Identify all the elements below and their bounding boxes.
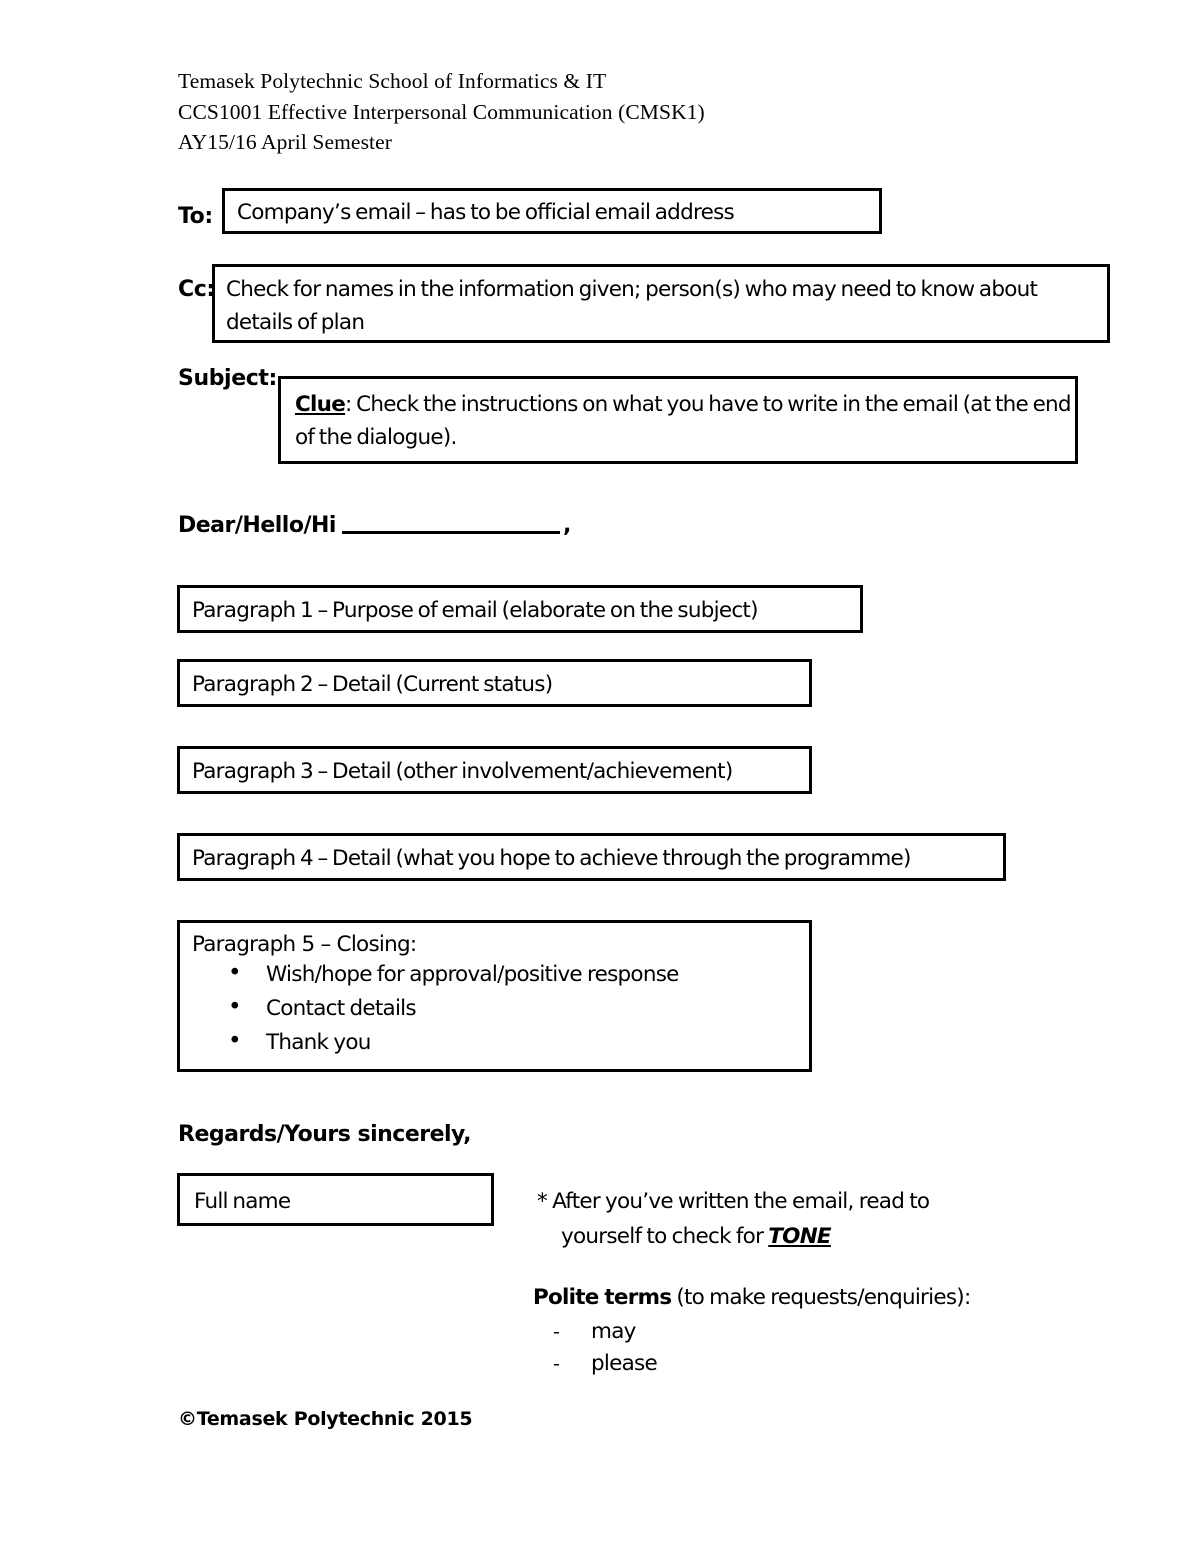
subject-field-value: Clue: Check the instructions on what you… [281,379,1075,454]
cc-label: Cc: [178,277,215,302]
to-field-box[interactable]: Company’s email – has to be official ema… [222,188,882,234]
paragraph-1-box[interactable]: Paragraph 1 – Purpose of email (elaborat… [177,585,863,633]
tone-note-line-2-prefix: yourself to check for [561,1224,769,1249]
greeting-suffix: , [562,513,571,538]
greeting-blank-line[interactable] [341,531,560,534]
greeting-line: Dear/Hello/Hi, [178,513,571,538]
paragraph-3-box[interactable]: Paragraph 3 – Detail (other involvement/… [177,746,812,794]
subject-clue-text: : Check the instructions on what you hav… [295,392,1072,450]
list-item: please [533,1348,1033,1380]
paragraph-3-text: Paragraph 3 – Detail (other involvement/… [192,759,733,784]
polite-terms-heading: Polite terms (to make requests/enquiries… [533,1285,1033,1310]
full-name-box[interactable]: Full name [177,1173,494,1226]
polite-terms-list: may please [533,1316,1033,1380]
cc-field-box[interactable]: Check for names in the information given… [212,264,1110,343]
cc-field-value: Check for names in the information given… [226,277,1038,335]
polite-terms-heading-bold: Polite terms [533,1285,672,1310]
clue-keyword: Clue [295,392,346,417]
polite-terms-heading-rest: (to make requests/enquiries): [671,1285,971,1310]
paragraph-1-text: Paragraph 1 – Purpose of email (elaborat… [192,598,758,623]
greeting-prefix: Dear/Hello/Hi [178,513,336,538]
list-item: may [533,1316,1033,1348]
tone-note-line-2: yourself to check for TONE [537,1219,1017,1254]
paragraph-5-title: Paragraph 5 – Closing: [192,932,417,957]
list-item: Thank you [180,1025,809,1059]
tone-keyword: TONE [768,1224,831,1249]
tone-note: * After you’ve written the email, read t… [537,1184,1017,1254]
document-header: Temasek Polytechnic School of Informatic… [178,66,705,158]
to-label: To: [178,204,213,229]
paragraph-5-box[interactable]: Paragraph 5 – Closing: Wish/hope for app… [177,920,812,1072]
paragraph-2-box[interactable]: Paragraph 2 – Detail (Current status) [177,659,812,707]
paragraph-4-text: Paragraph 4 – Detail (what you hope to a… [192,846,911,871]
paragraph-2-text: Paragraph 2 – Detail (Current status) [192,672,553,697]
header-line-3: AY15/16 April Semester [178,130,393,154]
to-field-value: Company’s email – has to be official ema… [237,200,735,225]
subject-label: Subject: [178,366,277,391]
header-line-1: Temasek Polytechnic School of Informatic… [178,69,607,93]
polite-terms-block: Polite terms (to make requests/enquiries… [533,1285,1033,1380]
signoff-line: Regards/Yours sincerely, [178,1122,472,1147]
tone-note-line-1: * After you’ve written the email, read t… [537,1189,930,1214]
closing-bullet-list: Wish/hope for approval/positive response… [180,957,809,1059]
paragraph-4-box[interactable]: Paragraph 4 – Detail (what you hope to a… [177,833,1006,881]
subject-field-box[interactable]: Clue: Check the instructions on what you… [278,376,1078,464]
full-name-text: Full name [194,1189,291,1214]
copyright-footer: ©Temasek Polytechnic 2015 [178,1408,473,1430]
header-line-2: CCS1001 Effective Interpersonal Communic… [178,99,705,124]
list-item: Wish/hope for approval/positive response [180,957,809,991]
list-item: Contact details [180,991,809,1025]
